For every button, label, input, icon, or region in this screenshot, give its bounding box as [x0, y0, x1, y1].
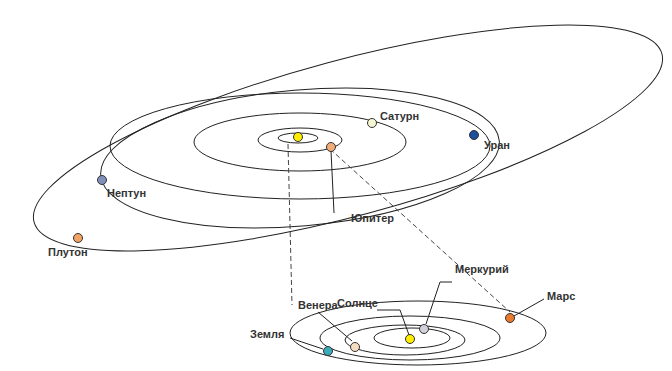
sun-dot	[406, 335, 415, 344]
planet-name: Венера	[298, 299, 338, 312]
sun-dot	[294, 133, 303, 142]
jupiter-dot	[327, 143, 336, 152]
venus-dot	[351, 343, 360, 352]
planet-name: Сатурн	[380, 110, 419, 123]
saturn-orbit	[110, 93, 490, 199]
inner-orbits	[278, 133, 318, 143]
leader-lines	[290, 151, 544, 349]
planet-name: Уран	[484, 139, 510, 152]
planet-name: Марс	[547, 290, 575, 303]
orbit	[258, 128, 342, 152]
planet-name: Плутон	[48, 246, 88, 259]
uranus-dot	[470, 131, 479, 140]
saturn-dot	[368, 119, 377, 128]
planet-name: Земля	[250, 328, 284, 341]
earth-orbit	[320, 316, 500, 360]
earth-dot	[324, 347, 333, 356]
jupiter-orbit	[194, 113, 406, 171]
projection-lines	[288, 144, 510, 312]
venus-orbit	[345, 325, 465, 355]
pluto-dot	[74, 234, 83, 243]
planet-name: Юпитер	[351, 212, 394, 225]
pluto-orbit	[14, 0, 672, 297]
mars-dot	[506, 314, 515, 323]
planet-name: Меркурий	[455, 263, 509, 276]
mercury-orbit	[374, 328, 450, 348]
planet-name: Солнце	[337, 297, 378, 310]
planets	[74, 119, 515, 356]
uranus-neptune-orbit	[95, 73, 505, 243]
mercury-dot	[420, 325, 429, 334]
planet-name: Нептун	[107, 187, 146, 200]
neptune-dot	[98, 176, 107, 185]
